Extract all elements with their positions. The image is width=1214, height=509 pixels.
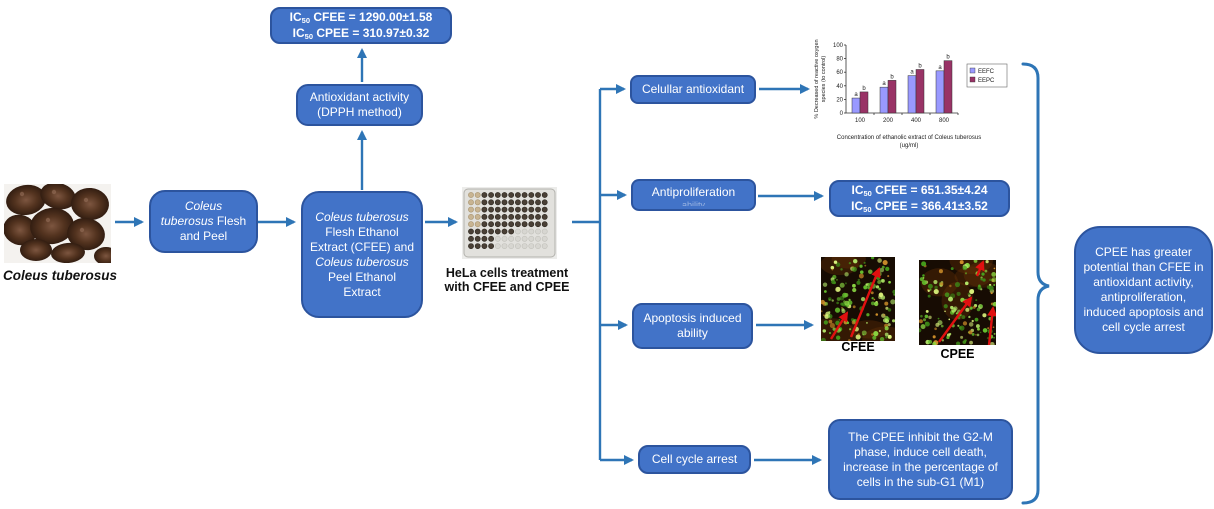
svg-text:200: 200: [883, 118, 894, 124]
dpph-ic50-result-box: IC50 CFEE = 1290.00±1.58 IC50 CPEE = 310…: [270, 7, 452, 44]
svg-text:800: 800: [939, 118, 950, 124]
antiproliferation-box: Antiproliferation ability: [631, 179, 756, 211]
svg-text:20: 20: [836, 97, 843, 103]
well-plate-photo: [462, 187, 557, 264]
photo-caption: Coleus tuberosus: [3, 268, 118, 283]
antioxidant-activity-box: Antioxidant activity (DPPH method): [296, 84, 423, 126]
cfee-fluorescence-image: [806, 249, 910, 356]
apoptosis-box: Apoptosis induced ability: [632, 303, 753, 349]
svg-text:b: b: [890, 74, 894, 80]
svg-text:a: a: [910, 70, 914, 76]
svg-text:80: 80: [836, 57, 843, 63]
hela-caption: HeLa cells treatment with CFEE and CPEE: [444, 266, 570, 294]
flesh-peel-box: Coleus tuberosus Flesh and Peel: [149, 190, 258, 253]
svg-text:100: 100: [833, 43, 844, 49]
svg-text:400: 400: [911, 118, 922, 124]
cellular-antioxidant-box: Celullar antioxidant: [630, 75, 756, 104]
svg-text:a: a: [882, 81, 886, 87]
svg-text:b: b: [862, 86, 866, 92]
svg-text:species (to control): species (to control): [821, 56, 827, 103]
cpee-image-label: CPEE: [940, 347, 975, 361]
svg-text:100: 100: [855, 118, 866, 124]
svg-text:EEPC: EEPC: [978, 78, 995, 84]
cpee-fluorescence-image: [917, 246, 1003, 350]
svg-text:b: b: [918, 63, 922, 69]
cell-cycle-box: Cell cycle arrest: [638, 445, 751, 474]
svg-text:a: a: [938, 65, 942, 71]
cell-cycle-result-box: The CPEE inhibit the G2-M phase, induce …: [828, 419, 1013, 500]
conclusion-box: CPEE has greater potential than CFEE in …: [1074, 226, 1213, 354]
coleus-tuberosus-photo: [3, 182, 118, 268]
extract-box: Coleus tuberosus Flesh Ethanol Extract (…: [301, 191, 423, 318]
svg-text:60: 60: [836, 70, 843, 76]
svg-text:% Decreased of reactive oxygen: % Decreased of reactive oxygen: [814, 39, 820, 118]
hela-ic50-result-box: IC50 CFEE = 651.35±4.24 IC50 CPEE = 366.…: [829, 180, 1010, 217]
svg-text:b: b: [946, 55, 950, 61]
chart-x-axis-label: Concentration of ethanolic extract of Co…: [836, 135, 982, 149]
svg-text:0: 0: [840, 111, 844, 117]
cfee-image-label: CFEE: [841, 340, 875, 354]
svg-text:EEFC: EEFC: [978, 69, 995, 75]
svg-text:a: a: [854, 92, 858, 98]
svg-text:40: 40: [836, 84, 843, 90]
